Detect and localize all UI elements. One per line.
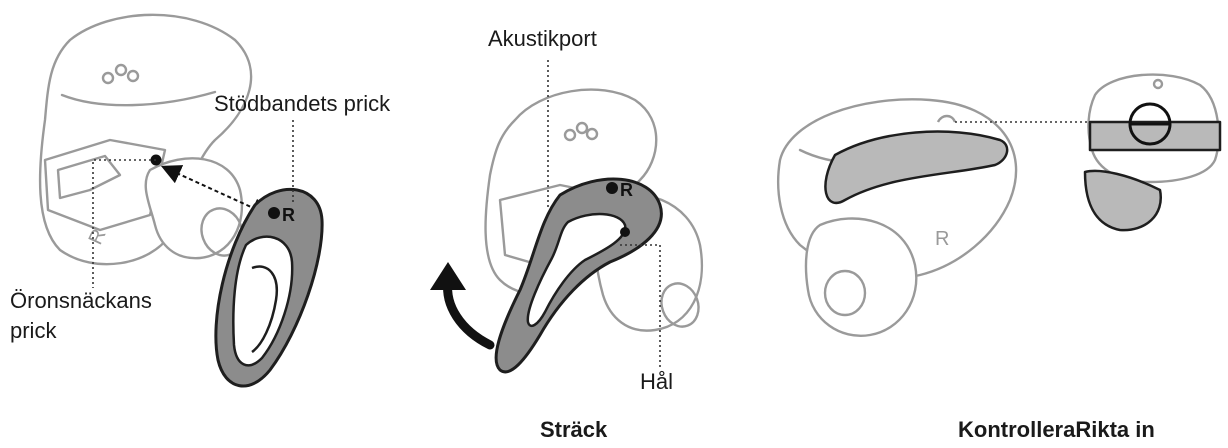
band-mark-r: R xyxy=(282,205,295,225)
label-eartip-dot-line1: Öronsnäckans xyxy=(10,288,152,313)
earbud-mark-r: R xyxy=(935,228,949,250)
panel-3-magnified-view xyxy=(1083,73,1222,232)
double-arrow-icon xyxy=(160,165,272,217)
panel-3-earbud: R xyxy=(777,98,1018,337)
band-mark-r-2: R xyxy=(620,180,633,200)
label-support-band-dot: Stödbandets prick xyxy=(214,91,391,116)
label-acoustic-port: Akustikport xyxy=(488,26,597,51)
panel-1-support-band: R xyxy=(214,188,324,388)
label-hole: Hål xyxy=(640,369,674,394)
panel-2-band: R xyxy=(494,177,663,374)
panel-1-earbud: R xyxy=(38,13,253,266)
curved-arrow-icon xyxy=(430,262,495,350)
label-eartip-dot-line2: prick xyxy=(10,318,57,343)
leader-hole xyxy=(620,244,661,370)
caption-stretch: Sträck xyxy=(540,417,608,442)
caption-check-align: KontrolleraRikta in xyxy=(958,417,1155,442)
leader-eartip-dot xyxy=(92,159,156,288)
